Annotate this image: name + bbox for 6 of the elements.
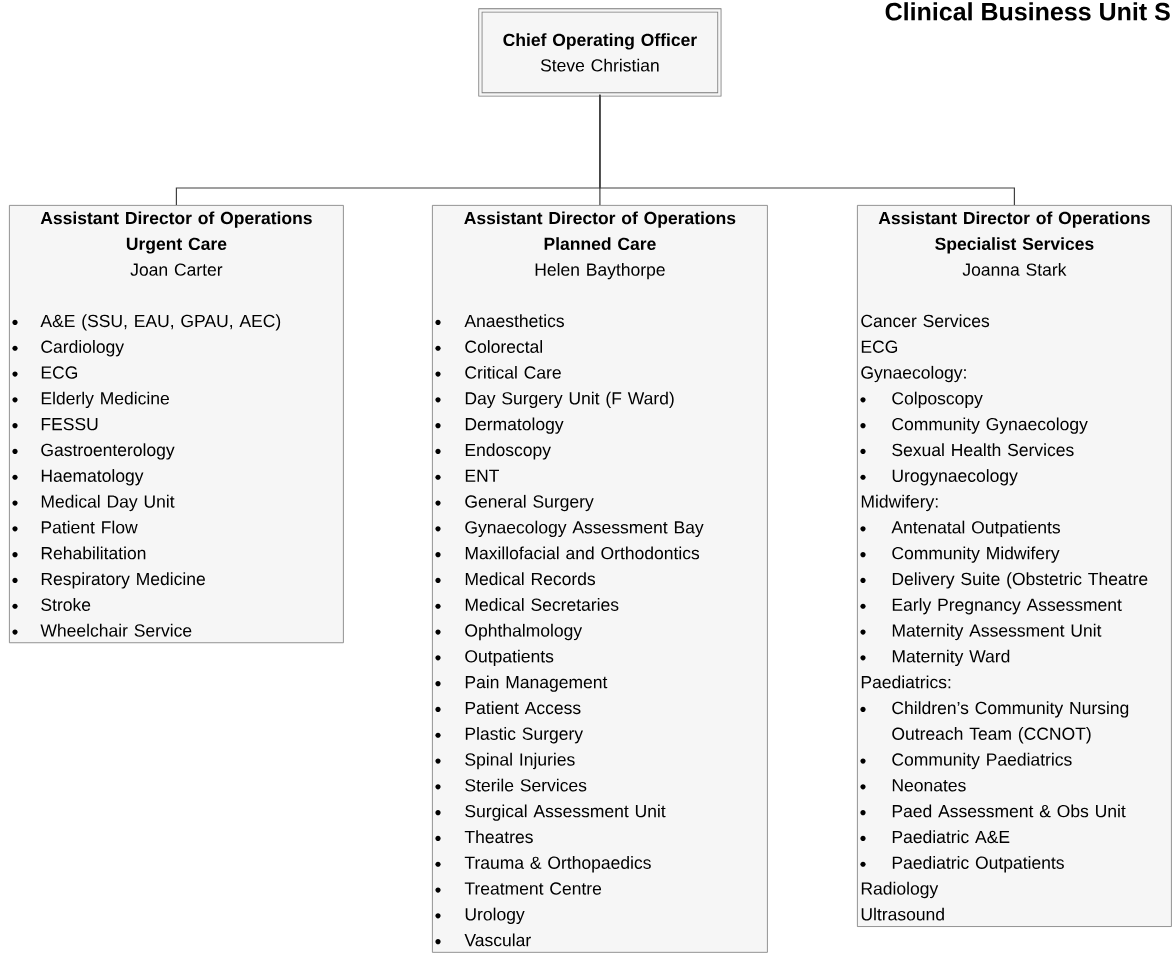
officer-box: Chief Operating Officer Steve Christian: [478, 8, 722, 97]
title: Clinical Business Unit S: [885, 2, 1170, 21]
connector-line: [599, 94, 1015, 206]
department-box: Assistant Director of Operations Urgent Care Joan Carter A&E (SSU, EAU, GPAU, AEC) Cardiology ECG Elderly Medicine FESSU Gastroenterology Haematology Medical Day Unit Patient Flow Rehabilitation Respiratory Medicine Stroke Wheelchair Service: [9, 205, 344, 644]
department-box: Assistant Director of Operations Planned Care Helen Baythorpe Anaesthetics Colorectal Critical Care Day Surgery Unit (F Ward) Dermatology Endoscopy ENT General Surgery Gynaecology Assessment Bay Maxillofacial and Orthodontics Medical Records Medical Secretaries Ophthalmology Outpatients Pain Management Patient Access Plastic Surgery Spinal Injuries Sterile Services Surgical Assessment Unit Theatres Trauma & Orthopaedics Treatment Centre Urology Vascular: [432, 205, 768, 953]
department-box: Assistant Director of Operations Specialist Services Joanna Stark Cancer Services ECG Gynaecology: Colposcopy Community Gynaecology Sexual Health Services Urogynaecology Midwifery: Antenatal Outpatients Community Midwifery Delivery Suite (Obstetric Theatre Early Pregnancy Assessment Maternity Assessment Unit Maternity Ward Paediatrics: Children’s Community Nursing Outreach Team (CCNOT) Community Paediatrics Neonates Paed Assessment & Obs Unit Paediatric A&E Paediatric Outpatients Radiology Ultrasound: [857, 205, 1172, 927]
